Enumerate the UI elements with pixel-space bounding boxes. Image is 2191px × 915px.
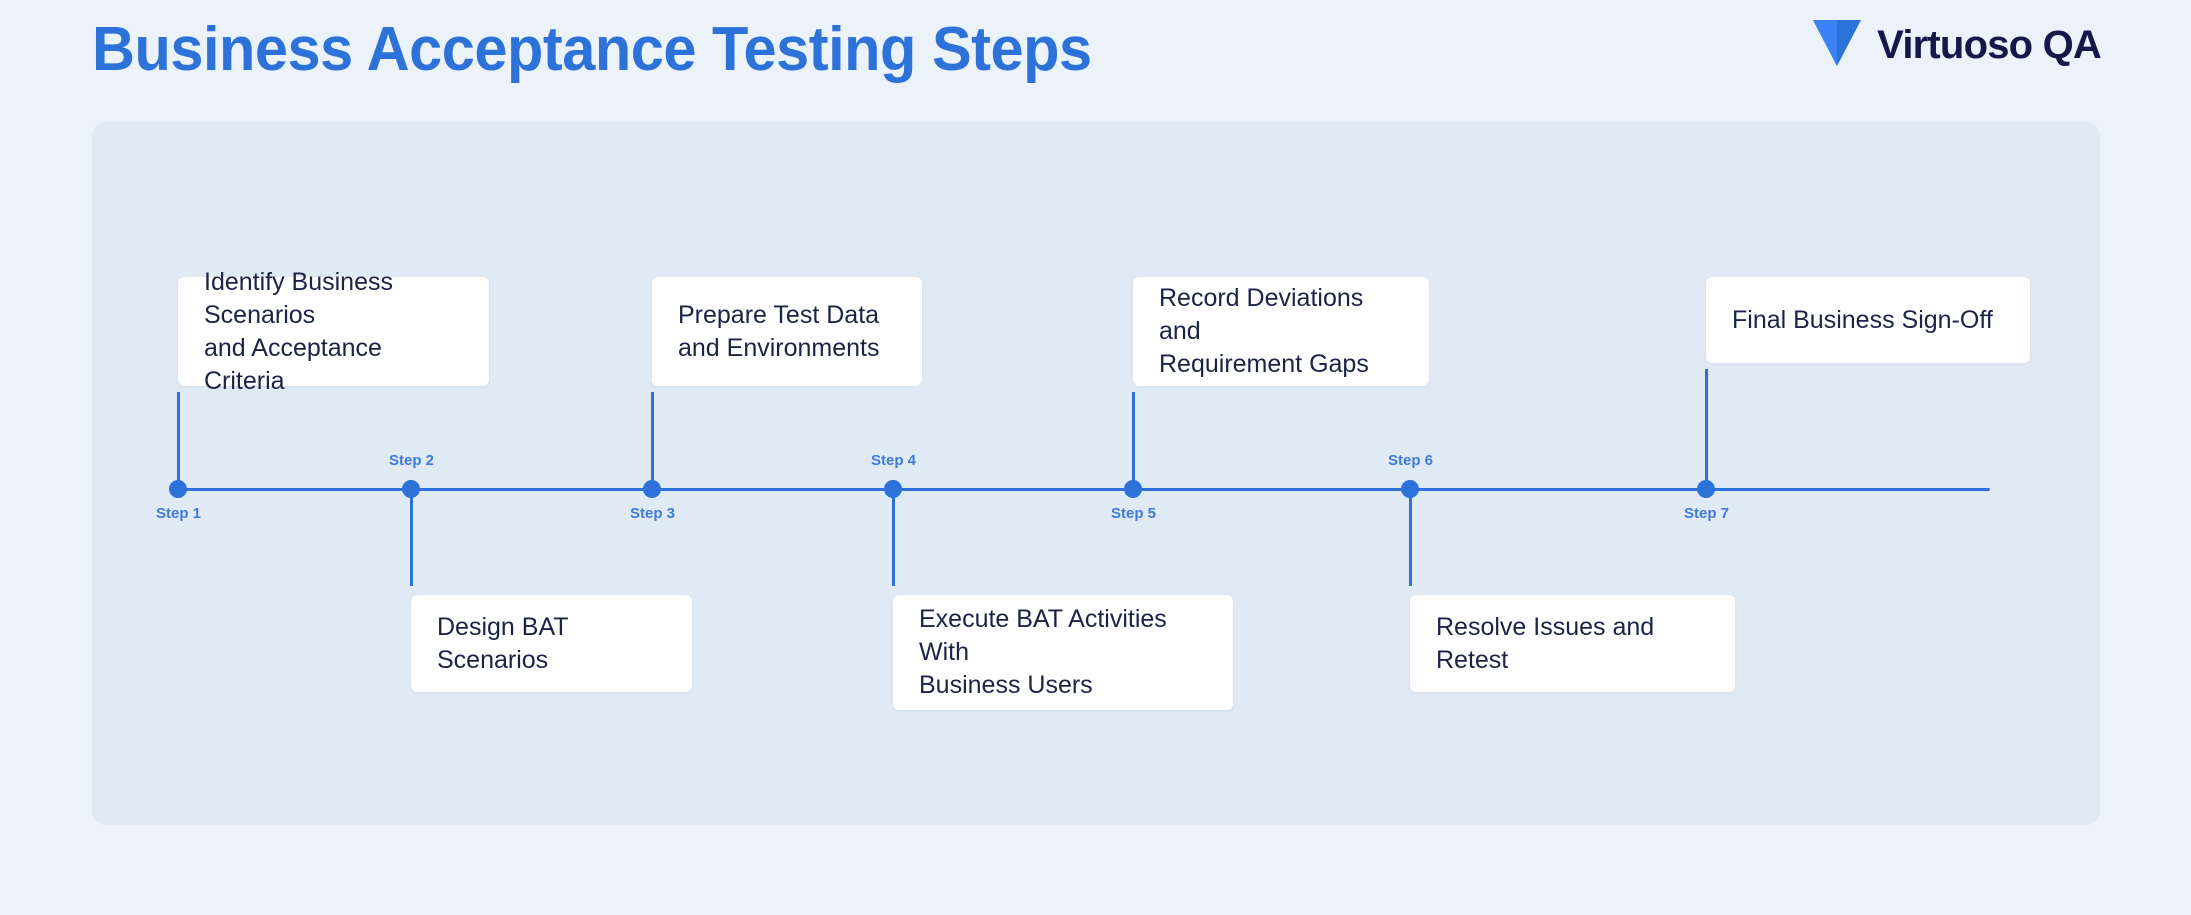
step-label-1: Step 1 <box>156 505 202 522</box>
timeline-connector <box>1705 369 1708 490</box>
step-card-3[interactable]: Prepare Test Data and Environments <box>652 277 922 386</box>
step-card-1[interactable]: Identify Business Scenarios and Acceptan… <box>178 268 489 395</box>
brand-logo: Virtuoso QA <box>1811 18 2102 73</box>
timeline-step-dot-4[interactable] <box>884 480 902 498</box>
step-label-7: Step 7 <box>1684 505 1730 522</box>
step-card-4[interactable]: Execute BAT Activities With Business Use… <box>893 595 1233 710</box>
timeline-connector <box>410 489 413 586</box>
step-card-text: Design BAT Scenarios <box>437 612 569 674</box>
step-label-6: Step 6 <box>1388 452 1434 469</box>
step-card-text: Execute BAT Activities With Business Use… <box>919 605 1167 699</box>
step-card-5[interactable]: Record Deviations and Requirement Gaps <box>1133 277 1429 386</box>
brand-name: Virtuoso QA <box>1877 23 2102 67</box>
step-label-3: Step 3 <box>630 505 676 522</box>
step-label-4: Step 4 <box>871 452 917 469</box>
timeline-step-dot-5[interactable] <box>1124 480 1142 498</box>
virtuoso-v-logo-icon <box>1811 18 1863 73</box>
timeline-step-dot-6[interactable] <box>1401 480 1419 498</box>
page-header: Business Acceptance Testing Steps Virtuo… <box>0 0 2191 122</box>
step-label-2: Step 2 <box>389 452 435 469</box>
timeline-panel: Step 1 Step 2 Step 3 Step 4 Step 5 Step 6 Step… <box>92 122 2100 825</box>
step-card-text: Final Business Sign-Off <box>1732 305 1993 334</box>
step-label-5: Step 5 <box>1111 505 1157 522</box>
step-card-6[interactable]: Resolve Issues and Retest <box>1410 595 1735 692</box>
step-card-text: Identify Business Scenarios and Acceptan… <box>204 267 393 395</box>
timeline-axis <box>178 488 1990 491</box>
step-card-text: Resolve Issues and Retest <box>1436 612 1655 674</box>
timeline-connector <box>1409 489 1412 586</box>
step-card-2[interactable]: Design BAT Scenarios <box>411 595 692 692</box>
timeline-step-dot-1[interactable] <box>169 480 187 498</box>
step-card-text: Prepare Test Data and Environments <box>678 300 880 362</box>
timeline-step-dot-2[interactable] <box>402 480 420 498</box>
step-card-text: Record Deviations and Requirement Gaps <box>1159 284 1369 378</box>
step-card-7[interactable]: Final Business Sign-Off <box>1706 277 2030 363</box>
timeline-connector <box>651 392 654 490</box>
timeline-connector <box>1132 392 1135 490</box>
timeline-connector <box>892 489 895 586</box>
page-title: Business Acceptance Testing Steps <box>92 15 1092 84</box>
timeline-step-dot-7[interactable] <box>1697 480 1715 498</box>
timeline-step-dot-3[interactable] <box>643 480 661 498</box>
timeline-connector <box>177 392 180 490</box>
